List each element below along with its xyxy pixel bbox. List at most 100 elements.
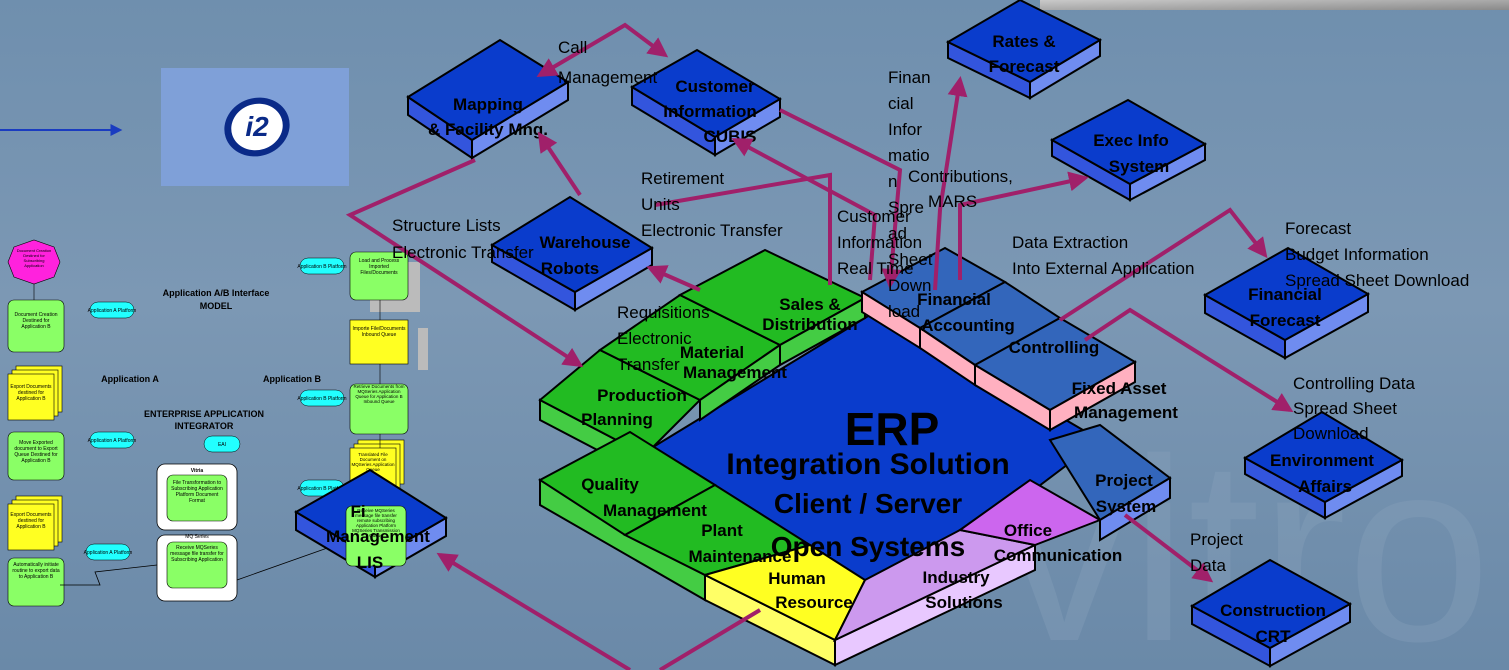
retirement-line1: Retirement [641,169,724,188]
left-step-3: Move Exported document to Export Queue D… [14,440,58,464]
erp-line2: Client / Server [774,488,962,519]
requisitions-line2: Electronic [617,329,692,348]
project-data-line2: Data [1190,556,1226,575]
industry-line1: Industry [922,568,990,587]
fininfo-6: ad [888,224,907,243]
fininfo-2: Infor [888,120,922,139]
structure-line1: Structure Lists [392,216,501,235]
right-step-5-box [345,505,407,567]
custinfo-line2: Information [837,233,922,252]
production-line1: Production [597,386,687,405]
finacc-line2: Accounting [921,316,1015,335]
mq-box: Receive MQSeries message file transfer f… [170,545,224,563]
warehouse-line2: Robots [541,259,600,278]
structure-line2: Electronic Transfer [392,243,534,262]
exec-line2: System [1109,157,1169,176]
arrow-customer-info [779,108,903,289]
arrow-custinfo [731,138,878,281]
logo-text: i2 [245,111,269,142]
fininfo-8: Down [888,276,931,295]
material-line1: Material [680,343,744,362]
interface-title: Application A/B Interface [163,288,270,298]
customer-line1: Customer [675,77,755,96]
system-mapping[interactable] [406,38,570,160]
call-line1: Call [558,38,587,57]
arrow-hr-down [658,608,762,670]
arrow-project-data [1123,513,1214,583]
platform-a-2: Application A Platform [88,438,137,444]
arrow-data-extraction [1058,207,1268,322]
arrow-retirement [654,172,832,285]
customer-line3: CUBIS [704,127,757,146]
system-warehouse[interactable] [490,195,654,312]
right-step-3: Retrieve Documents from MQSeries Applica… [353,384,405,404]
contributions-line1: Contributions, [908,167,1013,186]
system-customer[interactable] [630,48,782,157]
custinfo-line1: Customer [837,207,911,226]
platform-b-1: Application B Platform [297,264,346,270]
quality-line1: Quality [581,475,639,494]
fininfo-0: Finan [888,68,931,87]
eai-title: ENTERPRISE APPLICATION [144,409,264,419]
mq-title: MQ Series [185,534,209,540]
project-data-line1: Project [1190,530,1243,549]
system-environment[interactable] [1242,410,1405,520]
plant-line2: Maintenance [689,547,792,566]
construction-line2: CRT [1256,627,1292,646]
eai-subtitle: INTEGRATOR [175,421,234,431]
fininfo-4: n [888,172,897,191]
fixed-line2: Management [1074,403,1178,422]
contributions-line2: MARS [928,192,977,211]
fininfo-9: load [888,302,920,321]
construction-line1: Construction [1220,601,1326,620]
sales-line2: Distribution [762,315,857,334]
interface-subtitle: MODEL [200,301,233,311]
i2-logo: i2 [161,68,349,186]
finacc-line1: Financial [917,290,991,309]
system-exec[interactable] [1049,98,1208,202]
mapping-line2: & Facility Mng. [428,120,548,139]
platform-a-1: Application A Platform [88,308,137,314]
gis-line3: LIS [357,553,383,572]
system-rates[interactable] [945,0,1103,100]
platform-a-3: Application A Platform [84,550,133,556]
environment-line2: Affairs [1298,477,1352,496]
office-line2: Communication [994,546,1122,565]
controlling-data-line1: Controlling Data [1293,374,1415,393]
quality-line2: Management [603,501,707,520]
office-line1: Office [1004,521,1052,540]
arrow-contributions [958,171,1089,280]
right-step-2: Importe File/Documents Inbound Queue [352,326,406,338]
fininfo-5: Spre [888,198,924,217]
project-line1: Project [1095,471,1153,490]
start-shape: Document Creation Destined for Subscribi… [16,248,52,268]
erp-line3: Open Systems [771,531,966,562]
forecast-line1: Forecast [1285,219,1351,238]
app-a-label: Application A [101,374,159,384]
fixed-line1: Fixed Asset [1072,379,1167,398]
fininfo-7: Sheet [888,250,933,269]
forecast-line3: Spread Sheet Download [1285,271,1469,290]
financial-info-label: Finan cial Infor matio n Spre ad Sheet D… [888,68,933,321]
controlling-data-line3: Download [1293,424,1369,443]
vitria-box: File Transformation to Subscribing Appli… [171,480,223,504]
extraction-line1: Data Extraction [1012,233,1128,252]
arrow-financial-info [933,76,968,291]
eai-oval: EAI [218,442,226,448]
app-b-label: Application B [263,374,321,384]
hr-line1: Human [768,569,826,588]
gis-line2: Management [326,527,430,546]
erp-line1: Integration Solution [726,448,1009,481]
warehouse-line1: Warehouse [539,233,630,252]
left-step-1: Document Creation Destined for Applicati… [14,312,58,330]
system-finforecast[interactable] [1202,246,1371,360]
system-construction[interactable] [1189,558,1353,668]
photo-strip [1040,0,1509,10]
production-line2: Planning [581,410,653,429]
right-step-5: Receive MQSeries message file transfer r… [352,508,400,538]
left-step-2: Export Documents destined for Applicatio… [10,384,52,402]
custinfo-line3: Real Time [837,259,914,278]
extraction-line2: Into External Application [1012,259,1194,278]
left-step-4: Export Documents destined for Applicatio… [10,512,52,530]
